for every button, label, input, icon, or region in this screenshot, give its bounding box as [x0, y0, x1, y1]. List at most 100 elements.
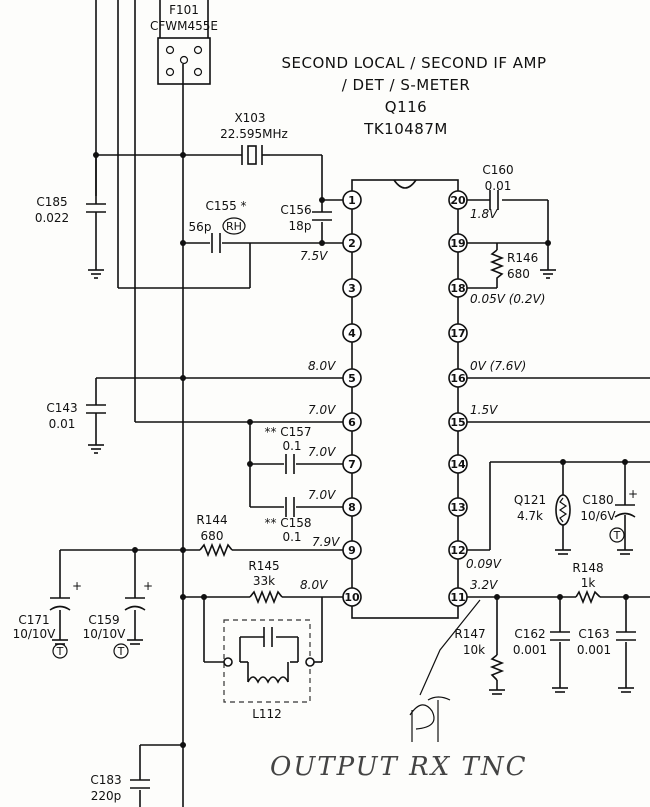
title-line-2: / DET / S-METER	[342, 76, 471, 94]
svg-text:5: 5	[348, 372, 356, 385]
svg-text:20: 20	[450, 194, 466, 207]
voltage-pin7: 7.0V	[308, 445, 336, 459]
r145-ref: R145	[248, 559, 279, 573]
c155-value: 56p	[189, 220, 212, 234]
ic-pin-8: 8	[342, 497, 362, 517]
ic-pin-5: 5	[342, 368, 362, 388]
resistor-r148	[575, 589, 601, 605]
ground-symbol	[88, 269, 104, 279]
title-block: SECOND LOCAL / SECOND IF AMP / DET / S-M…	[281, 54, 546, 138]
svg-text:19: 19	[450, 237, 465, 250]
x103-ref: X103	[234, 111, 265, 125]
ic-pin-1: 1	[342, 190, 362, 210]
voltage-pin8: 7.0V	[308, 488, 336, 502]
ic-ref-label: Q116	[385, 98, 427, 116]
ic-pin-4: 4	[342, 323, 362, 343]
voltage-pin9: 7.9V	[312, 535, 340, 549]
c158-value: 0.1	[282, 530, 301, 544]
c183-ref: C183	[90, 773, 121, 787]
c157-value: 0.1	[282, 439, 301, 453]
svg-text:16: 16	[450, 372, 466, 385]
c156-ref: C156	[280, 203, 311, 217]
capacitor-c180	[614, 504, 636, 555]
wires	[59, 0, 650, 807]
svg-text:14: 14	[450, 458, 466, 471]
c163-ref: C163	[578, 627, 609, 641]
voltage-pin10: 8.0V	[300, 578, 328, 592]
svg-text:2: 2	[348, 237, 356, 250]
c162-value: 0.001	[513, 643, 547, 657]
ic-pin-19: 19	[448, 233, 468, 253]
svg-text:18: 18	[450, 282, 465, 295]
svg-text:7: 7	[348, 458, 356, 471]
c163-value: 0.001	[577, 643, 611, 657]
svg-text:11: 11	[450, 591, 465, 604]
ic-pin-14: 14	[448, 454, 468, 474]
r148-value: 1k	[581, 576, 596, 590]
c185-value: 0.022	[35, 211, 69, 225]
svg-text:8: 8	[348, 501, 356, 514]
capacitor-c185	[86, 203, 106, 216]
r147-ref: R147	[454, 627, 485, 641]
capacitor-c171	[49, 597, 71, 645]
f101-ref: F101	[169, 3, 199, 17]
ic-pin-17: 17	[448, 323, 468, 343]
svg-text:15: 15	[450, 416, 465, 429]
c159-value: 10/10V	[83, 627, 127, 641]
c155-ref: C155 *	[205, 199, 246, 213]
svg-text:3: 3	[348, 282, 356, 295]
ic-part-label: TK10487M	[363, 120, 448, 138]
ic-pin-16: 16	[448, 368, 468, 388]
inductor-l112	[223, 619, 315, 703]
voltage-pin5: 8.0V	[308, 359, 336, 373]
ic-pin-15: 15	[448, 412, 468, 432]
ic-pins-left: 1 2 3 4 5 6 7 8 9 10	[342, 190, 362, 607]
ic-pin-13: 13	[448, 497, 468, 517]
filter-f101	[157, 37, 211, 85]
c159-plus: +	[143, 579, 153, 593]
svg-text:6: 6	[348, 416, 356, 429]
c162-ref: C162	[514, 627, 545, 641]
resistor-r146	[489, 249, 505, 282]
c171-value: 10/10V	[13, 627, 57, 641]
c143-ref: C143	[46, 401, 77, 415]
q121-ref: Q121	[514, 493, 546, 507]
crystal-x103	[241, 145, 270, 165]
ic-pin-10: 10	[342, 587, 362, 607]
c180-t-mark: T	[613, 529, 621, 542]
title-line-1: SECOND LOCAL / SECOND IF AMP	[281, 54, 546, 72]
ic-pin-6: 6	[342, 412, 362, 432]
c159-ref: C159	[88, 613, 119, 627]
voltage-labels: 7.5V 8.0V 7.0V 7.0V 7.0V 7.9V 8.0V 1.8V …	[300, 207, 545, 592]
svg-text:12: 12	[450, 544, 465, 557]
capacitor-c160	[489, 190, 499, 210]
ground-symbol	[540, 269, 556, 279]
ic-pins-right: 20 19 18 17 16 15 14 13 12 11	[448, 190, 468, 607]
c171-t-mark: T	[56, 645, 64, 658]
capacitor-c159	[124, 597, 146, 645]
c159-t-mark: T	[117, 645, 125, 658]
ic-pin-3: 3	[342, 278, 362, 298]
c157-ref: ** C157	[264, 425, 311, 439]
c171-ref: C171	[18, 613, 49, 627]
c143-value: 0.01	[49, 417, 76, 431]
voltage-pin18: 0.05V (0.2V)	[470, 292, 545, 306]
f101-value: CFWM455E	[150, 19, 218, 33]
svg-text:9: 9	[348, 544, 356, 557]
voltage-pin11: 3.2V	[470, 578, 498, 592]
c185-ref: C185	[36, 195, 67, 209]
r147-value: 10k	[463, 643, 485, 657]
ic-pin-12: 12	[448, 540, 468, 560]
rh-badge	[222, 217, 246, 235]
ic-pin-2: 2	[342, 233, 362, 253]
voltage-pin12: 0.09V	[466, 557, 502, 571]
q121-value: 4.7k	[517, 509, 543, 523]
r146-ref: R146	[507, 251, 538, 265]
ic-pin-20: 20	[448, 190, 468, 210]
handwritten-note: OUTPUT RX TNC	[270, 752, 527, 782]
c155-tag: RH	[226, 220, 242, 233]
r145-value: 33k	[253, 574, 275, 588]
capacitor-c183	[130, 779, 150, 789]
x103-value: 22.595MHz	[220, 127, 288, 141]
